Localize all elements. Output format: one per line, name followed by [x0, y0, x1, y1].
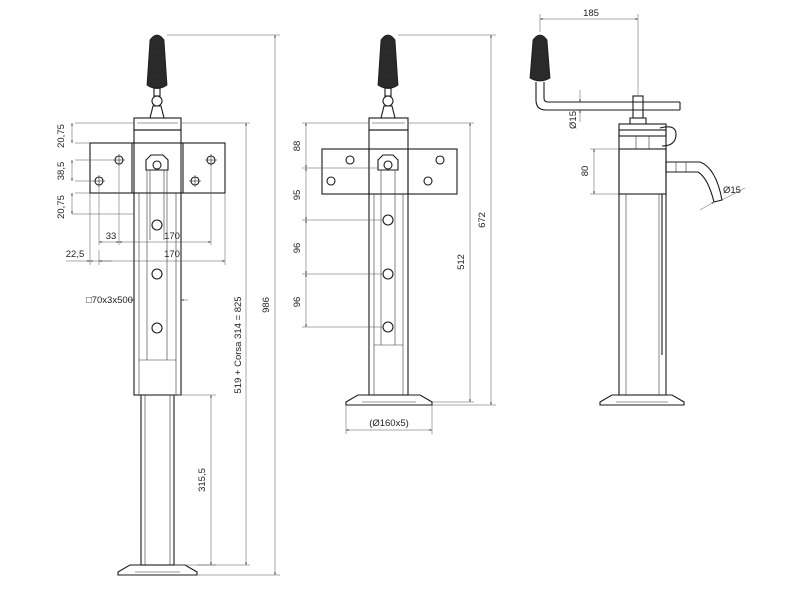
dim-tube-height: 512 — [456, 254, 467, 270]
dim-pitch-1: 95 — [292, 190, 303, 201]
side-base-plate — [345, 394, 433, 406]
dim-base-plate: (Ø160x5) — [369, 418, 409, 429]
dim-plate-top: 20,75 — [56, 124, 67, 148]
side-view: 88 95 96 96 (Ø160x5) 512 672 — [292, 34, 496, 434]
rear-view: 185 Ø15 80 Ø15 — [529, 8, 746, 406]
dim-pitch-3: 96 — [292, 297, 303, 308]
front-view: 20,75 38,5 20,75 33 170 22,5 170 □70x3x5… — [56, 34, 280, 576]
dim-top-pitch: 88 — [292, 141, 303, 152]
rear-crank — [529, 34, 681, 125]
dim-tube-section: □70x3x500 — [86, 295, 133, 306]
front-foot-plate — [117, 564, 198, 576]
front-top-cap — [133, 117, 182, 131]
dim-hole-offset: 33 — [106, 231, 117, 242]
dim-crank-diameter: Ø15 — [568, 111, 579, 129]
dim-closed-height: 672 — [477, 212, 488, 228]
dim-crank-length: 185 — [583, 8, 599, 19]
dim-pitch-2: 96 — [292, 243, 303, 254]
rear-base-plate — [599, 394, 685, 406]
dim-clamp-height: 80 — [580, 166, 591, 177]
dim-total-formula: 519 + Corsa 314 = 825 — [233, 296, 244, 393]
rear-dimensions: 185 Ø15 80 Ø15 — [539, 8, 746, 211]
dim-plate-bottom: 20,75 — [56, 195, 67, 219]
side-top-cap — [368, 117, 409, 131]
dim-plate-width: 170 — [164, 249, 180, 260]
dim-plate-edge: 22,5 — [66, 249, 85, 260]
front-dimensions: 20,75 38,5 20,75 33 170 22,5 170 □70x3x5… — [56, 34, 280, 576]
rear-clamp-block — [618, 148, 667, 195]
side-dimensions: 88 95 96 96 (Ø160x5) 512 672 — [292, 34, 496, 434]
side-handle — [377, 34, 399, 119]
side-mounting-plate — [321, 148, 458, 195]
dim-overall-height: 986 — [261, 297, 272, 313]
front-handle — [146, 34, 168, 119]
front-mounting-plate — [89, 142, 226, 194]
dim-pin-diameter: Ø15 — [723, 185, 741, 196]
dim-hole-span: 170 — [164, 231, 180, 242]
dim-hole-spacing: 38,5 — [56, 162, 67, 181]
rear-pin — [665, 161, 723, 203]
front-inner-tube — [140, 394, 175, 566]
dim-inner-tube: 315,5 — [197, 468, 208, 492]
